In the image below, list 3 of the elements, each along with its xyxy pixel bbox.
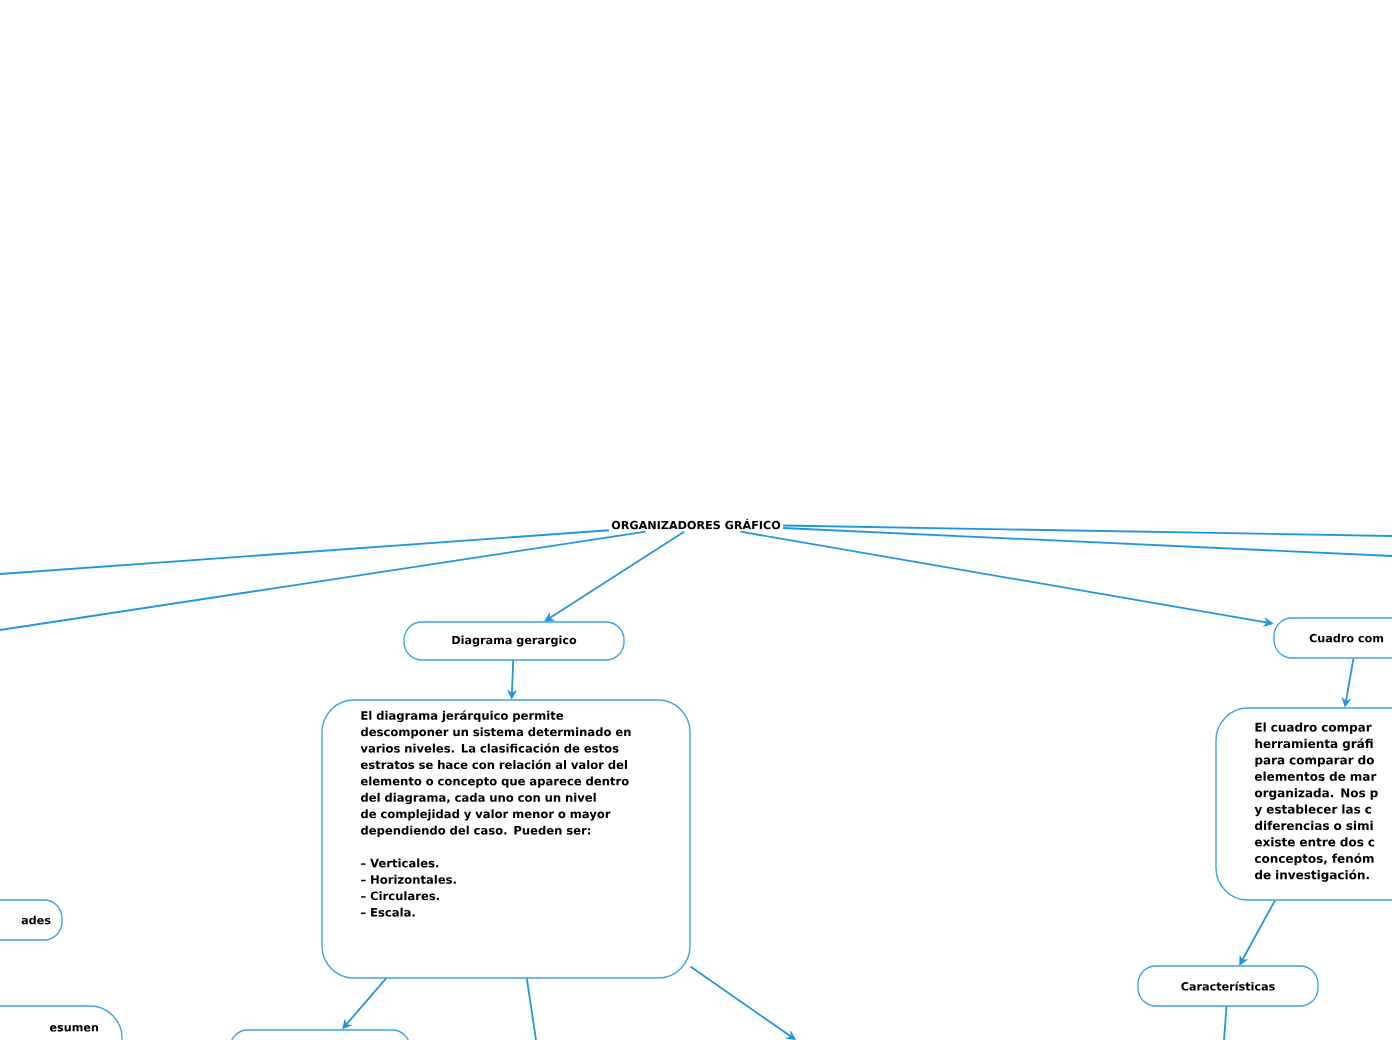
arrow bbox=[689, 965, 796, 1040]
topic-box bbox=[229, 1029, 411, 1040]
arrow bbox=[544, 530, 685, 622]
